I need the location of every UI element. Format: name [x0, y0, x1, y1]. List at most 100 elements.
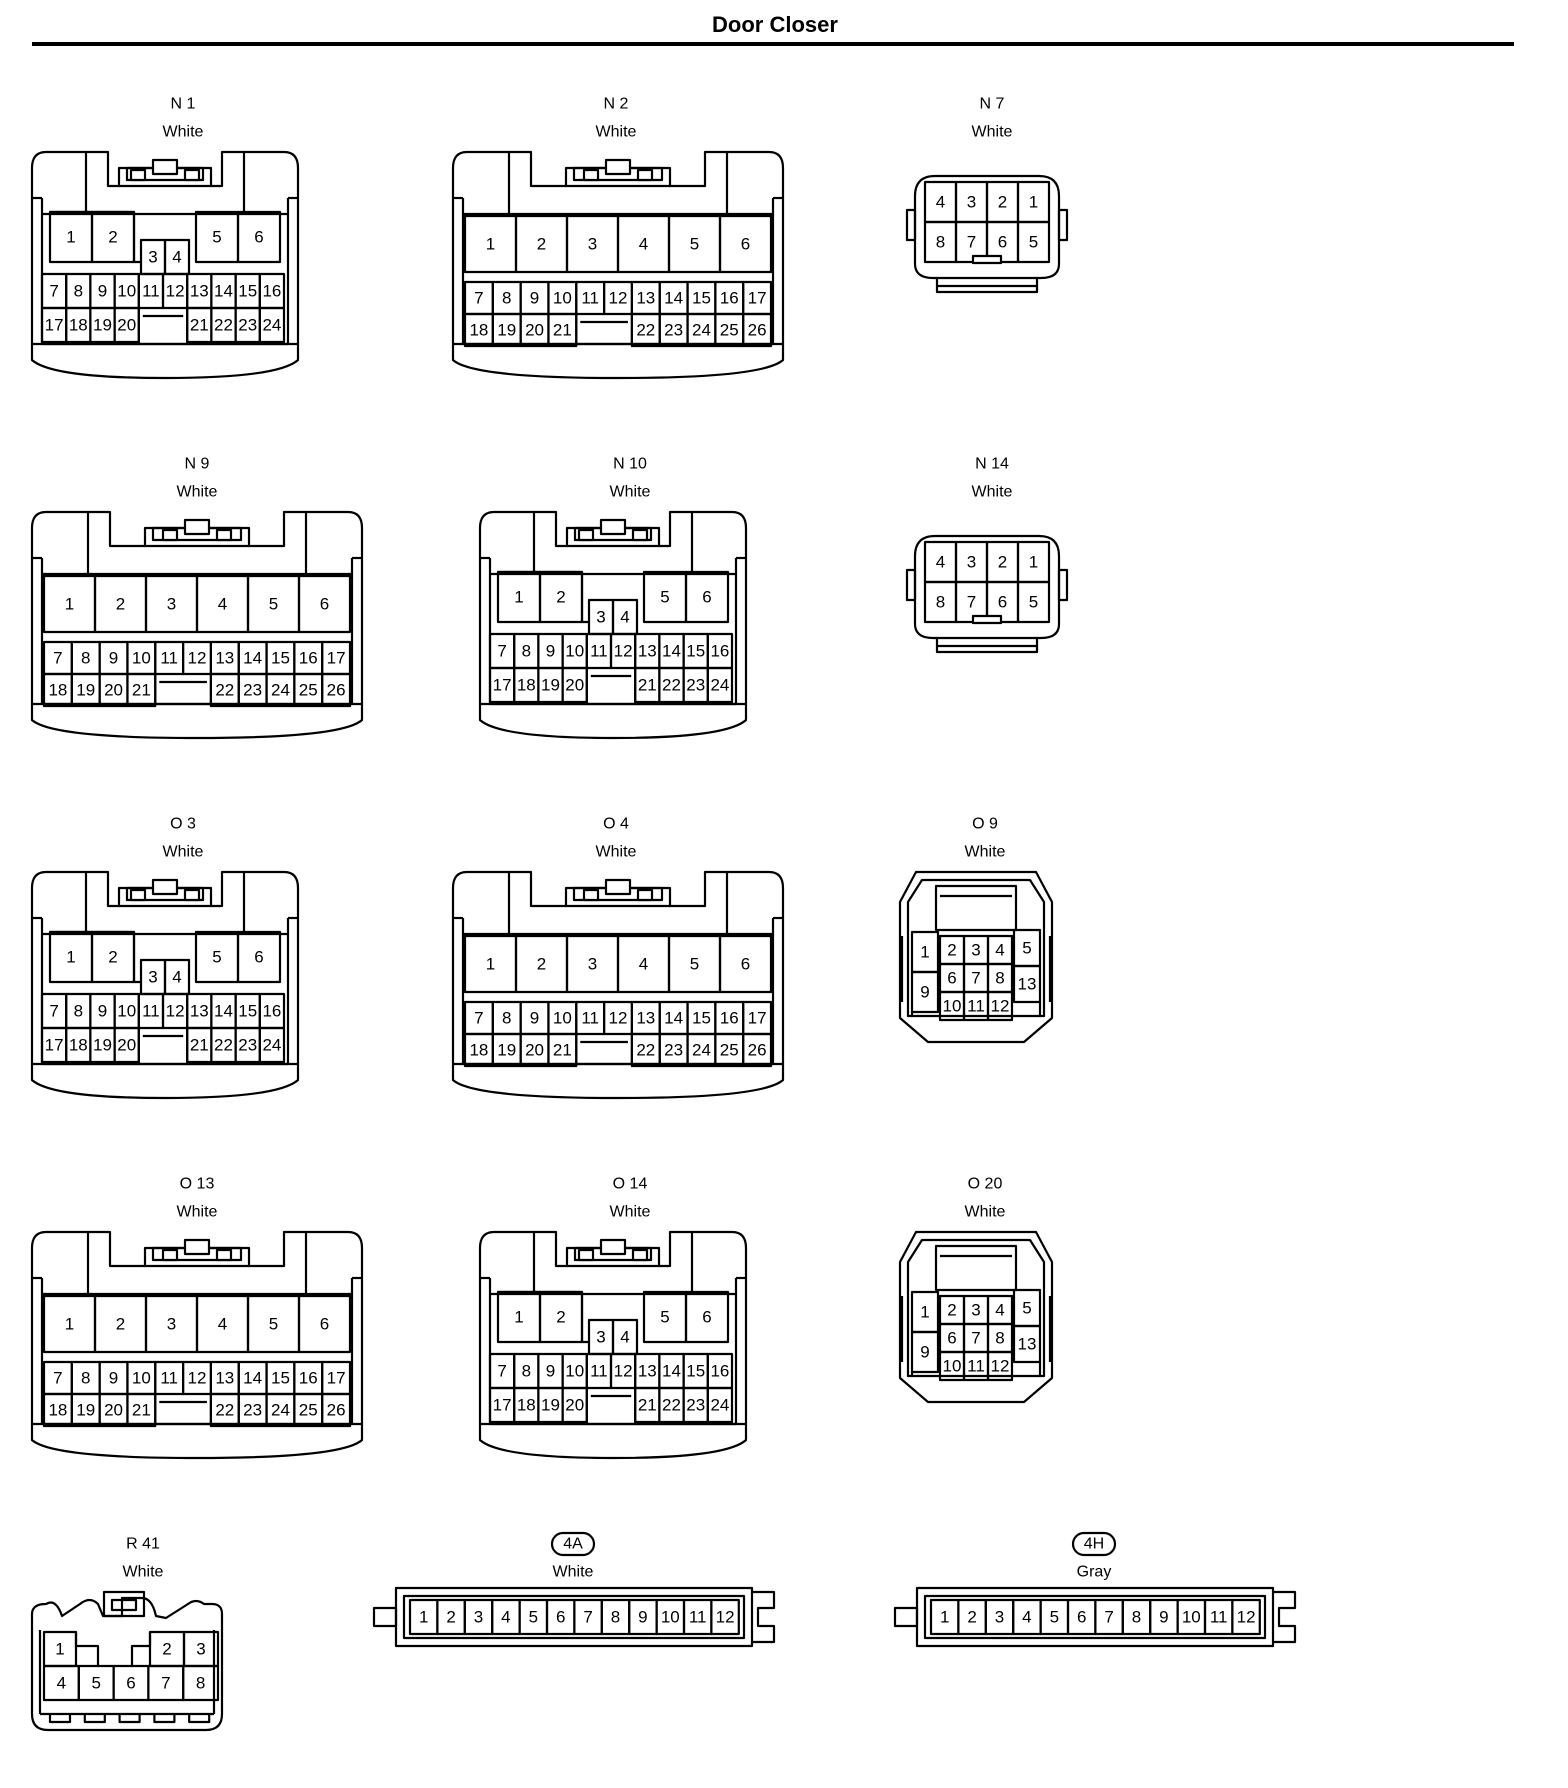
- latch-notch: [631, 528, 649, 542]
- pin-number: 10: [117, 282, 136, 301]
- pin-number: 11: [142, 282, 160, 301]
- pin-number: 19: [93, 316, 112, 335]
- connector-color: White: [163, 844, 204, 861]
- pin-cell: [684, 570, 730, 624]
- connector-housing: [30, 870, 300, 1064]
- pin-number: 14: [664, 1009, 683, 1028]
- pin-number: 6: [320, 1315, 329, 1334]
- connector-badge: [550, 1531, 596, 1557]
- pin-number: 5: [1029, 593, 1038, 612]
- pin-number: 9: [98, 282, 107, 301]
- pin-number: 2: [537, 955, 546, 974]
- bottom-tab: [118, 1714, 141, 1724]
- pin-number: 8: [1132, 1608, 1141, 1627]
- pin-number: 20: [117, 316, 136, 335]
- pin-number: 8: [74, 282, 83, 301]
- pin-number: 7: [49, 282, 58, 301]
- pin-number: 7: [53, 1369, 62, 1388]
- pin-number: 3: [167, 1315, 176, 1334]
- pin-number: 5: [1022, 1299, 1031, 1318]
- pin-number: 15: [238, 282, 257, 301]
- connector-color: White: [972, 124, 1013, 141]
- pin-number: 15: [271, 1369, 290, 1388]
- latch-notch: [577, 528, 595, 542]
- pin-number: 8: [502, 1009, 511, 1028]
- key-slot: [137, 1028, 189, 1064]
- pin-number: 4: [172, 248, 181, 267]
- latch-tab: [183, 518, 211, 536]
- key-slot: [575, 314, 634, 344]
- pin-number: 3: [474, 1608, 483, 1627]
- frame: [498, 1290, 589, 1344]
- pin-number: 13: [1018, 1335, 1037, 1354]
- pin-number: 1: [55, 1640, 64, 1659]
- pin-number: 18: [469, 321, 488, 340]
- pin-number: 20: [104, 681, 123, 700]
- connector-housing: [913, 534, 1061, 640]
- pin-number: 17: [45, 316, 64, 335]
- pin-number: 17: [45, 1036, 64, 1055]
- pin-number: 4: [57, 1674, 66, 1693]
- pin-number: 4: [639, 955, 648, 974]
- side-lock: [1057, 568, 1069, 602]
- pin-number: 21: [553, 1041, 572, 1060]
- pin-number: 10: [132, 649, 151, 668]
- pin-number: 12: [614, 642, 633, 661]
- pin-cell: [236, 210, 282, 264]
- pin-number: 4: [218, 595, 227, 614]
- pin-number: 7: [497, 642, 506, 661]
- pin-number: 9: [530, 289, 539, 308]
- pin-number: 2: [556, 1308, 565, 1327]
- pin-number: 22: [214, 316, 233, 335]
- pin-number: 14: [243, 1369, 262, 1388]
- pin-number: 15: [238, 1002, 257, 1021]
- pin-number: 8: [936, 593, 945, 612]
- pin-number: 9: [1159, 1608, 1168, 1627]
- pin-cell: [706, 1386, 734, 1424]
- pin-number: 22: [636, 321, 655, 340]
- pin-number: 19: [497, 1041, 516, 1060]
- pin-number: 24: [262, 1036, 281, 1055]
- latch-tab: [110, 1598, 138, 1612]
- pin-number: 6: [702, 588, 711, 607]
- pin-number: 6: [1077, 1608, 1086, 1627]
- connector-color: White: [610, 484, 651, 501]
- connector-housing: [898, 1230, 1054, 1404]
- pin-number: 22: [662, 1396, 681, 1415]
- connector-color: White: [163, 124, 204, 141]
- pin-number: 15: [686, 1362, 705, 1381]
- pin-number: 11: [1210, 1608, 1228, 1627]
- pin-number: 11: [581, 289, 599, 308]
- pin-cell: [706, 666, 734, 704]
- pin-number: 23: [686, 1396, 705, 1415]
- pin-number: 17: [327, 1369, 346, 1388]
- latch-window: [934, 1244, 1018, 1292]
- pin-number: 9: [98, 1002, 107, 1021]
- pin-cell: [258, 1026, 286, 1064]
- pin-number: 2: [967, 1608, 976, 1627]
- pin-number: 16: [720, 289, 739, 308]
- pin-number: 2: [116, 595, 125, 614]
- pin-number: 25: [720, 1041, 739, 1060]
- latch-notch: [161, 528, 179, 542]
- connector-color: White: [177, 484, 218, 501]
- pin-number: 21: [553, 321, 572, 340]
- pin-number: 18: [469, 1041, 488, 1060]
- pin-number: 20: [525, 1041, 544, 1060]
- pin-cell: [986, 1350, 1014, 1382]
- pin-number: 9: [920, 1343, 929, 1362]
- pin-number: 8: [81, 649, 90, 668]
- connector-name: N 2: [604, 96, 629, 113]
- pin-number: 10: [565, 642, 584, 661]
- pin-number: 4: [620, 1328, 629, 1347]
- pin-number: 13: [638, 1362, 657, 1381]
- pin-number: 6: [998, 593, 1007, 612]
- bottom-skirt: [478, 702, 748, 740]
- pin-number: 1: [66, 948, 75, 967]
- pin-number: 7: [971, 1329, 980, 1348]
- pin-number: 14: [662, 642, 681, 661]
- bottom-skirt: [451, 342, 785, 380]
